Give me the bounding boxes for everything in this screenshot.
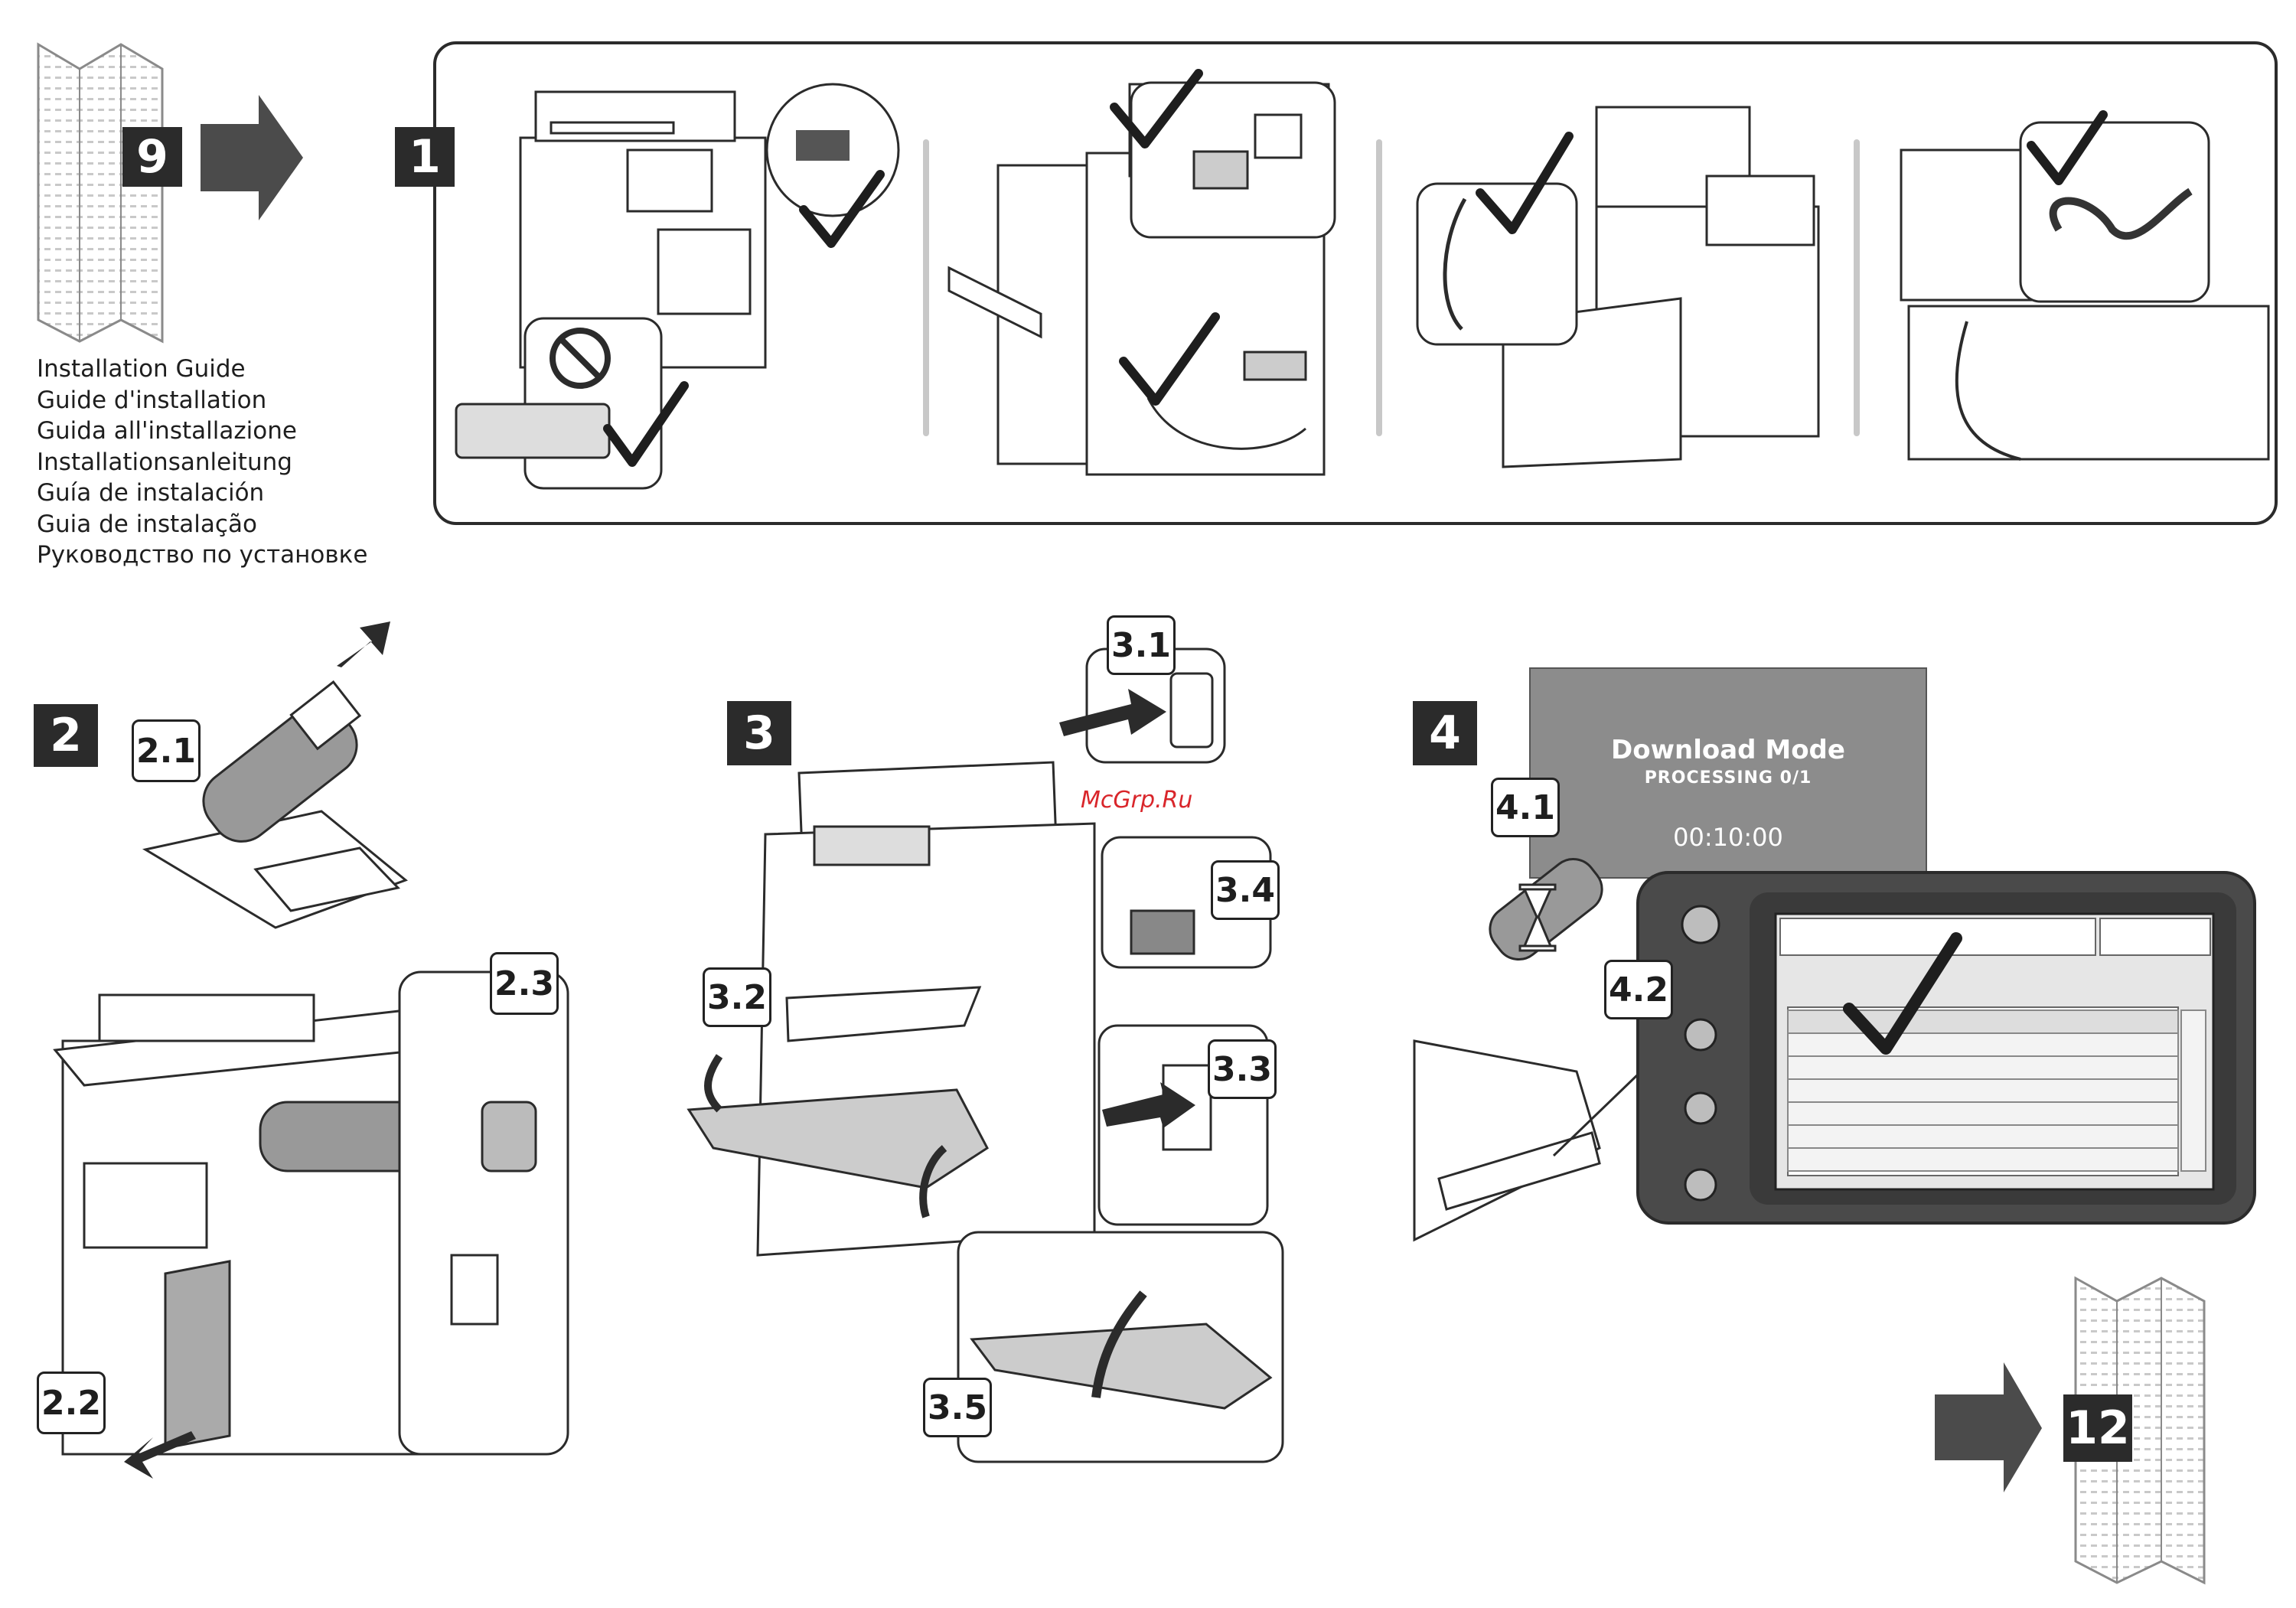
substep-3-4: 3.4: [1211, 860, 1280, 920]
power-switch-icon: [1130, 909, 1195, 955]
prev-page-badge: 9: [122, 127, 182, 187]
guide-title-it: Guida all'installazione: [37, 417, 297, 445]
download-mode-screen: Download Mode PROCESSING 0/1 00:10:00: [1529, 667, 1927, 879]
step2-badge: 2: [34, 704, 98, 767]
substep-2-3: 2.3: [490, 952, 559, 1015]
step3-badge: 3: [727, 701, 791, 765]
substep-2-1: 2.1: [132, 719, 201, 782]
step4-badge: 4: [1413, 701, 1477, 765]
substep-4-1: 4.1: [1491, 778, 1560, 837]
substep-3-5: 3.5: [923, 1378, 992, 1437]
guide-title-es: Guía de instalación: [37, 479, 265, 507]
guide-title-de: Installationsanleitung: [37, 448, 292, 476]
guide-title-ru: Руководство по установке: [37, 541, 368, 569]
substep-4-2: 4.2: [1604, 960, 1673, 1019]
guide-title-list: Installation Guide Guide d'installation …: [37, 354, 367, 571]
usb-drive-icon: [202, 680, 362, 843]
watermark: McGrp.Ru: [1081, 787, 1193, 814]
step1-badge: 1: [395, 127, 455, 187]
substep-2-2: 2.2: [37, 1372, 106, 1434]
prohibited-icon: [550, 328, 611, 389]
home-icon: [1681, 905, 1720, 944]
substep-3-2: 3.2: [703, 967, 771, 1027]
guide-title-fr: Guide d'installation: [37, 386, 267, 414]
substep-3-1: 3.1: [1107, 615, 1176, 675]
next-page-badge: 12: [2063, 1394, 2132, 1462]
guide-title-en: Installation Guide: [37, 355, 246, 383]
download-mode-timer: 00:10:00: [1673, 823, 1783, 852]
hourglass-icon: [1518, 883, 1557, 952]
substep-3-3: 3.3: [1208, 1039, 1277, 1099]
guide-title-pt: Guia de instalação: [37, 510, 257, 538]
download-mode-status: PROCESSING 0/1: [1644, 768, 1812, 788]
download-mode-title: Download Mode: [1611, 735, 1845, 765]
wall-outlet-icon: [1169, 672, 1214, 749]
